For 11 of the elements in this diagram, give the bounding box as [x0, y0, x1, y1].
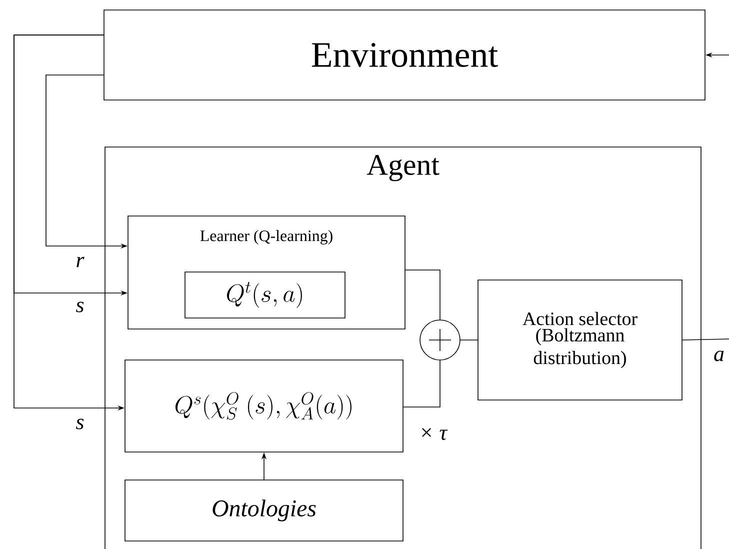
environment-box: Environment [104, 10, 706, 100]
formula-box: $Q^{s}(\chi_{S}^{O}\ (s), \chi_{A}^{O}(a))$ [124, 360, 404, 452]
action-selector-box: Action selector (Boltzmann distribution) [478, 280, 682, 400]
edge-label: × τ [422, 428, 448, 440]
sum-circle [420, 320, 460, 360]
ontologies-box: Ontologies [124, 480, 404, 542]
edge-label: s [76, 418, 84, 430]
formula-box: $Q^{t}(s, a)$ [184, 272, 346, 318]
edge-label: a [714, 350, 724, 362]
edge-label: r [76, 256, 84, 268]
edge-label: s [76, 302, 84, 312]
